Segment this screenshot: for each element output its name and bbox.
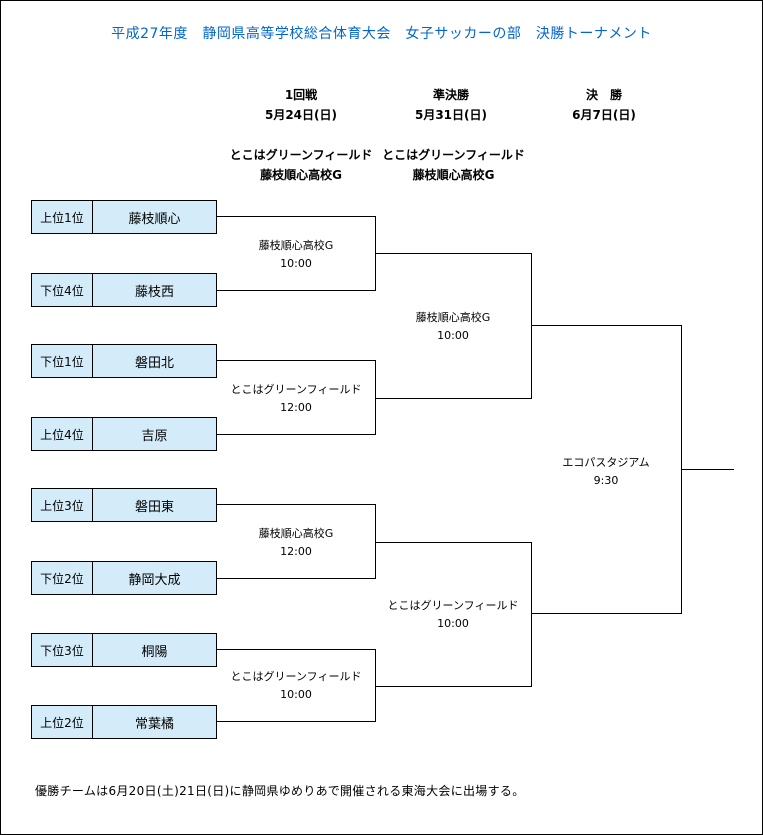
round-2-header: 準決勝 5月31日(日)	[401, 85, 501, 125]
match-time: 10:00	[437, 617, 469, 630]
team-slot-1: 上位1位 藤枝順心	[31, 200, 217, 234]
seed-label: 下位3位	[32, 634, 93, 666]
round-2-venue-2: 藤枝順心高校G	[412, 168, 495, 182]
team-slot-4: 上位4位 吉原	[31, 417, 217, 451]
seed-label: 上位2位	[32, 706, 93, 738]
match-venue: 藤枝順心高校G	[415, 311, 491, 324]
team-slot-2: 下位4位 藤枝西	[31, 273, 217, 307]
team-slot-3: 下位1位 磐田北	[31, 344, 217, 378]
team-name: 桐陽	[141, 644, 168, 660]
sf-match-2-info: とこはグリーンフィールド 10:00	[381, 597, 525, 633]
match-time: 12:00	[280, 401, 312, 414]
match-time: 10:00	[280, 257, 312, 270]
footnote: 優勝チームは6月20日(土)21日(日)に静岡県ゆめりあで開催される東海大会に出…	[35, 784, 525, 798]
team-name: 藤枝順心	[128, 211, 181, 227]
team-name: 静岡大成	[128, 572, 181, 588]
team-name: 常葉橘	[134, 716, 174, 732]
match-venue: とこはグリーンフィールド	[387, 599, 519, 612]
round-1-header: 1回戦 5月24日(日)	[251, 85, 351, 125]
team-slot-5: 上位3位 磐田東	[31, 488, 217, 522]
round-2-venue-1: とこはグリーンフィールド	[382, 148, 525, 162]
round-3-date: 6月7日(日)	[572, 108, 636, 122]
round-1-date: 5月24日(日)	[264, 108, 338, 122]
team-name: 磐田北	[134, 355, 174, 371]
final-match-info: エコパスタジアム 9:30	[537, 454, 675, 490]
match-venue: 藤枝順心高校G	[258, 239, 334, 252]
round-1-venue-1: とこはグリーンフィールド	[229, 148, 373, 162]
seed-label: 上位3位	[32, 489, 93, 521]
round-1-name: 1回戦	[284, 88, 318, 102]
round-2-name: 準決勝	[432, 88, 469, 102]
match-venue: とこはグリーンフィールド	[230, 383, 362, 396]
seed-label: 上位1位	[32, 201, 93, 233]
team-slot-6: 下位2位 静岡大成	[31, 561, 217, 595]
match-time: 12:00	[280, 545, 312, 558]
seed-label: 上位4位	[32, 418, 93, 450]
match-time: 10:00	[437, 329, 469, 342]
r1-match-1-info: 藤枝順心高校G 10:00	[223, 237, 369, 273]
round-3-header: 決 勝 6月7日(日)	[554, 85, 654, 125]
seed-label: 下位4位	[32, 274, 93, 306]
match-venue: エコパスタジアム	[562, 456, 650, 469]
match-time: 9:30	[593, 474, 619, 487]
team-slot-8: 上位2位 常葉橘	[31, 705, 217, 739]
round-1-venue-2: 藤枝順心高校G	[260, 168, 342, 182]
match-venue: とこはグリーンフィールド	[230, 670, 362, 683]
round-2-venues: とこはグリーンフィールド 藤枝順心高校G	[371, 145, 536, 185]
team-name: 藤枝西	[134, 284, 174, 300]
seed-label: 下位2位	[32, 562, 93, 594]
round-2-date: 5月31日(日)	[414, 108, 488, 122]
match-time: 10:00	[280, 688, 312, 701]
page-title: 平成27年度 静岡県高等学校総合体育大会 女子サッカーの部 決勝トーナメント	[111, 26, 652, 42]
round-3-name: 決 勝	[585, 88, 622, 102]
team-name: 磐田東	[134, 499, 174, 515]
r1-match-2-info: とこはグリーンフィールド 12:00	[223, 381, 369, 417]
sf-match-1-info: 藤枝順心高校G 10:00	[381, 309, 525, 345]
team-slot-7: 下位3位 桐陽	[31, 633, 217, 667]
team-name: 吉原	[141, 428, 168, 444]
r1-match-4-info: とこはグリーンフィールド 10:00	[223, 668, 369, 704]
round-1-venues: とこはグリーンフィールド 藤枝順心高校G	[216, 145, 386, 185]
match-venue: 藤枝順心高校G	[258, 527, 334, 540]
r1-match-3-info: 藤枝順心高校G 12:00	[223, 525, 369, 561]
seed-label: 下位1位	[32, 345, 93, 377]
